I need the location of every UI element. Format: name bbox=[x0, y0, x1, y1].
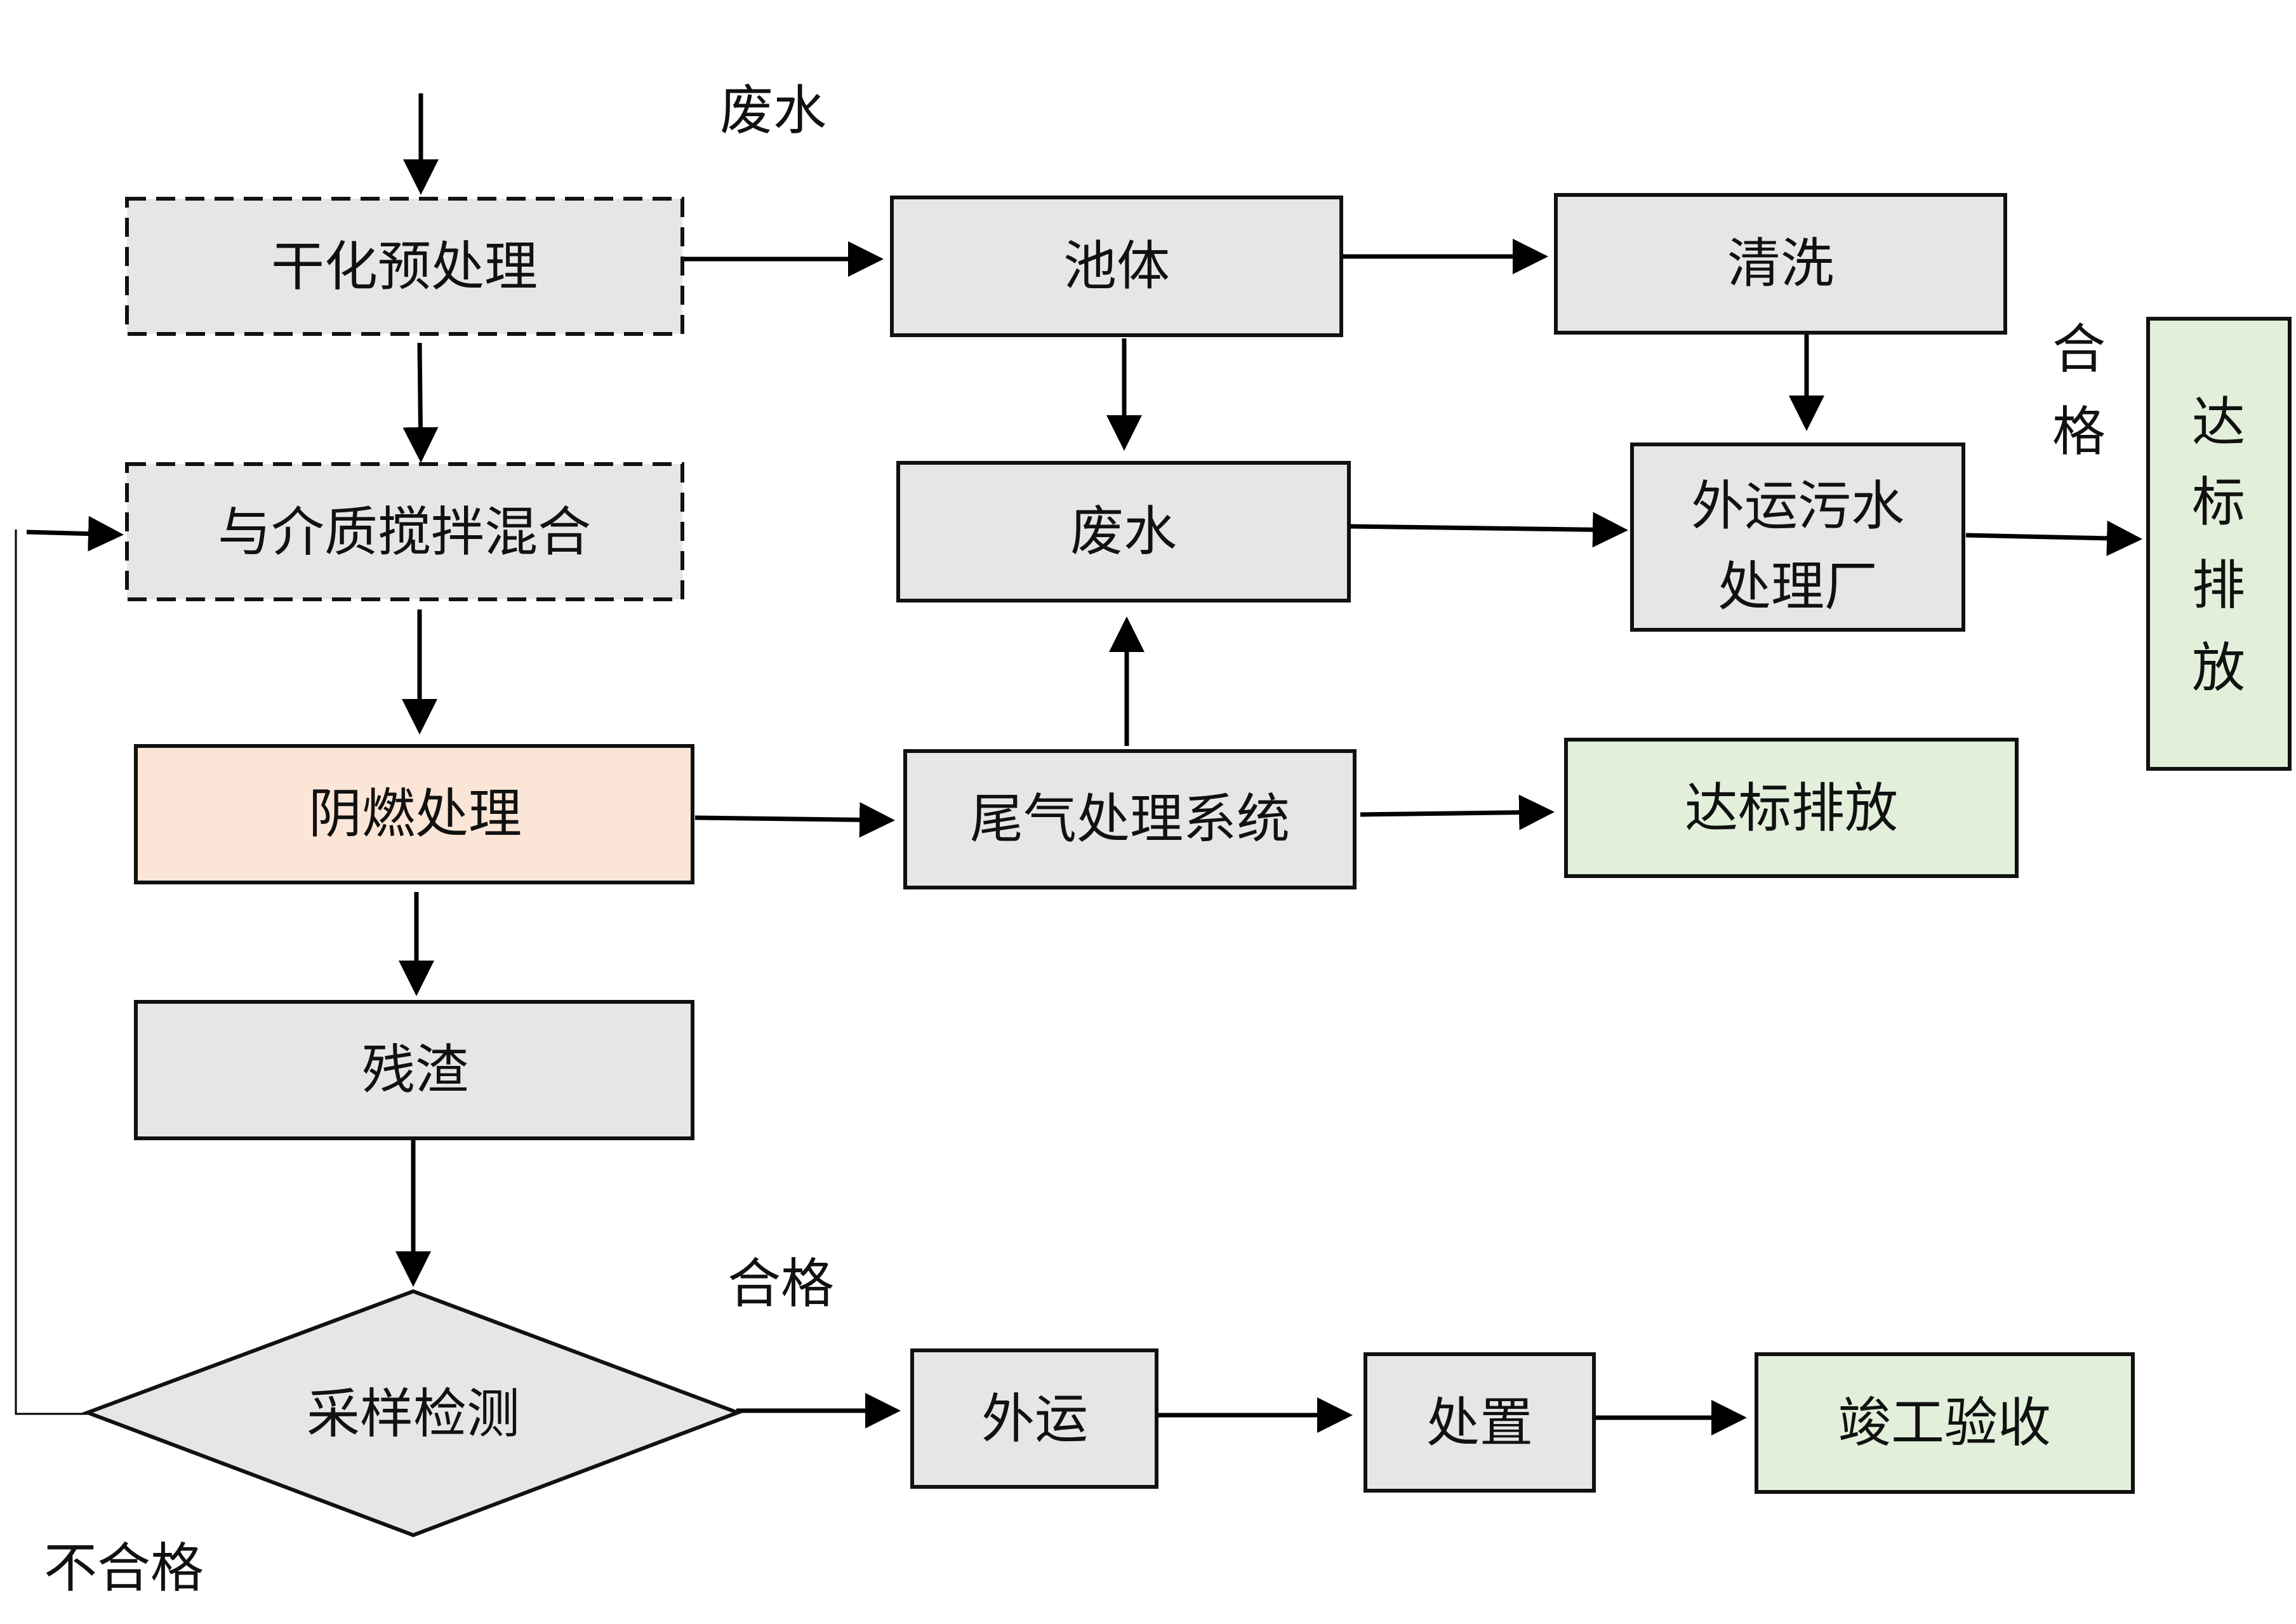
mix-box bbox=[125, 462, 684, 601]
standard-emission-label: 达标排放 bbox=[1685, 777, 1898, 839]
clean-label: 清洗 bbox=[1727, 232, 1834, 295]
label-pass-bottom: 合格 bbox=[727, 1253, 834, 1315]
dry-pretreat-box bbox=[125, 197, 684, 336]
smolder-box bbox=[134, 744, 694, 884]
pool-box bbox=[890, 196, 1343, 337]
vertical-emission-char-3: 排 bbox=[2192, 554, 2245, 616]
edge-offsite-to-vertical-emission bbox=[1965, 520, 2142, 556]
node-pool: 池体 bbox=[890, 196, 1343, 337]
acceptance-box bbox=[1755, 1352, 2135, 1494]
vertical-emission-box bbox=[2146, 317, 2292, 771]
node-transport: 外运 bbox=[910, 1348, 1158, 1489]
disposal-label: 处置 bbox=[1426, 1392, 1533, 1454]
sampling-diamond bbox=[82, 1289, 743, 1538]
wastewater-box bbox=[896, 461, 1351, 602]
dry-pretreat-label: 干化预处理 bbox=[271, 236, 538, 298]
sampling-label: 采样检测 bbox=[307, 1383, 520, 1445]
edge-wastewater-to-offsite bbox=[1346, 512, 1628, 548]
edges bbox=[15, 93, 2142, 1435]
node-exhaust: 尾气处理系统 bbox=[903, 749, 1357, 889]
edge-fail-loop-to-mix bbox=[26, 516, 124, 552]
label-pass-top-1: 合 bbox=[2052, 318, 2106, 380]
label-wastewater-top: 废水 bbox=[720, 79, 826, 142]
transport-label: 外运 bbox=[981, 1388, 1088, 1450]
transport-box bbox=[910, 1348, 1158, 1489]
wastewater-label: 废水 bbox=[1070, 500, 1177, 562]
mix-label: 与介质搅拌混合 bbox=[218, 501, 591, 563]
node-acceptance: 竣工验收 bbox=[1755, 1352, 2135, 1494]
exhaust-box bbox=[903, 749, 1357, 889]
node-sampling: 采样检测 bbox=[82, 1289, 743, 1538]
edge-dry-to-mix bbox=[402, 342, 439, 463]
node-dry-pretreat: 干化预处理 bbox=[125, 197, 684, 336]
label-fail: 不合格 bbox=[44, 1537, 204, 1599]
residue-label: 残渣 bbox=[362, 1039, 468, 1101]
edge-smolder-to-exhaust bbox=[694, 802, 895, 838]
edge-fail-loop-line bbox=[15, 529, 88, 1415]
node-residue: 残渣 bbox=[134, 1000, 694, 1140]
offsite-sewage-label-line1: 外运污水 bbox=[1691, 475, 1904, 537]
vertical-emission-char-2: 标 bbox=[2192, 471, 2245, 533]
node-clean: 清洗 bbox=[1554, 193, 2007, 335]
node-smolder: 阴燃处理 bbox=[134, 744, 694, 884]
free-labels: 废水 合 格 合格 不合格 bbox=[44, 79, 2106, 1599]
node-offsite-sewage-plant: 外运污水 处理厂 bbox=[1630, 443, 1965, 632]
disposal-box bbox=[1364, 1352, 1596, 1493]
exhaust-label: 尾气处理系统 bbox=[970, 788, 1290, 850]
node-wastewater: 废水 bbox=[896, 461, 1351, 602]
offsite-sewage-label-line2: 处理厂 bbox=[1718, 556, 1878, 618]
label-pass-top-2: 格 bbox=[2052, 401, 2106, 463]
node-mix: 与介质搅拌混合 bbox=[125, 462, 684, 601]
residue-box bbox=[134, 1000, 694, 1140]
standard-emission-box bbox=[1564, 738, 2019, 878]
node-disposal: 处置 bbox=[1364, 1352, 1596, 1493]
clean-box bbox=[1554, 193, 2007, 335]
smolder-label: 阴燃处理 bbox=[309, 783, 522, 845]
node-vertical-emission: 达 标 排 放 bbox=[2146, 317, 2292, 771]
pool-label: 池体 bbox=[1063, 235, 1170, 297]
vertical-emission-char-4: 放 bbox=[2192, 637, 2245, 699]
vertical-emission-char-1: 达 bbox=[2192, 391, 2245, 453]
offsite-sewage-box bbox=[1630, 443, 1965, 632]
acceptance-label: 竣工验收 bbox=[1838, 1392, 2051, 1454]
edge-exhaust-to-emission bbox=[1360, 794, 1555, 830]
node-standard-emission: 达标排放 bbox=[1564, 738, 2019, 878]
